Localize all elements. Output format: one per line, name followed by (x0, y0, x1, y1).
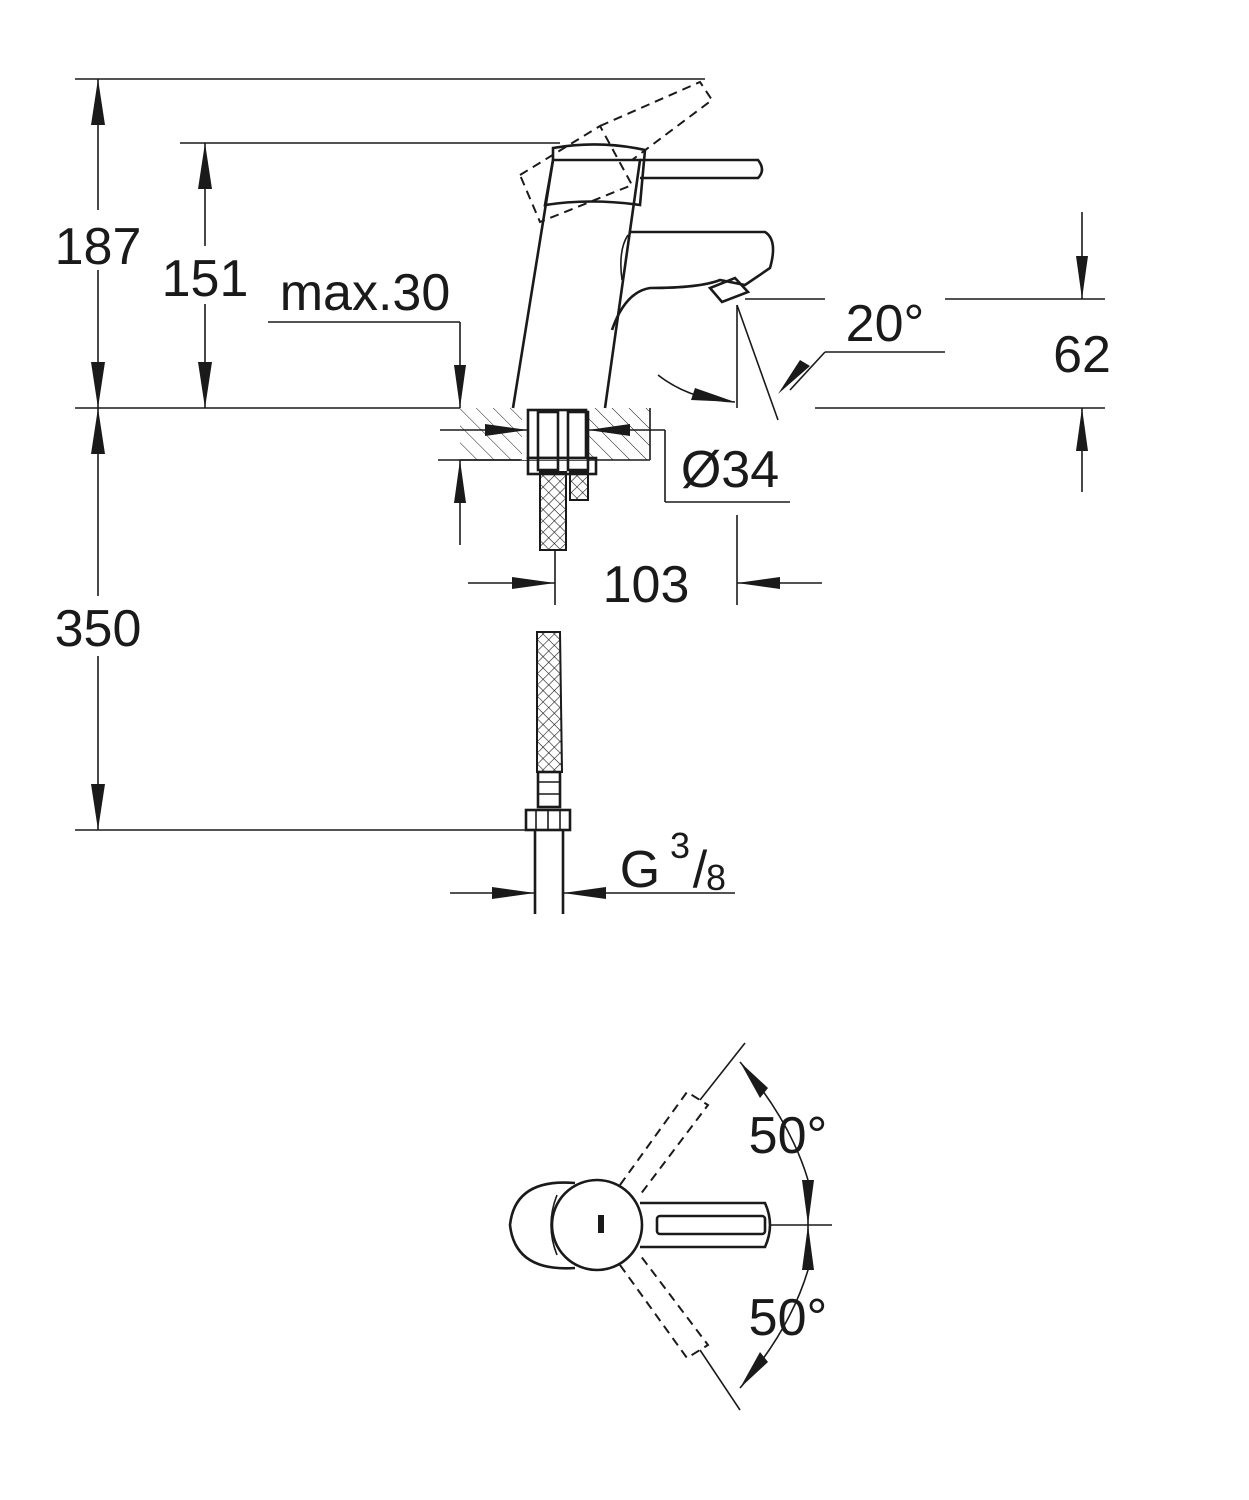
mounting-fixture (526, 408, 598, 551)
label-spout-angle: 20° (846, 295, 925, 353)
dimension-projection: 103 (468, 515, 822, 614)
elevation-view: 187 151 max.30 (40, 78, 1111, 914)
dimension-total-height: 187 (40, 79, 160, 408)
label-thread: G (620, 841, 660, 899)
label-hose-length: 350 (55, 600, 142, 658)
label-total-height: 187 (55, 218, 142, 276)
dimension-spout-angle: 20° (657, 295, 945, 421)
dimension-thread: G 3 / 8 (450, 825, 735, 899)
faucet-body (511, 80, 775, 409)
label-swing-right: 50° (749, 1289, 828, 1347)
dimension-body-height: 151 (155, 143, 255, 408)
dimension-spout-height: 62 (1053, 212, 1111, 492)
label-thread-numerator: 3 (670, 825, 690, 866)
label-swing-left: 50° (749, 1107, 828, 1165)
label-projection: 103 (603, 556, 690, 614)
dimension-deck-thickness: max.30 (280, 264, 520, 545)
plan-view: 50° 50° (508, 1042, 832, 1411)
svg-text:/: / (693, 841, 708, 899)
lower-hose (524, 631, 572, 914)
label-body-height: 151 (162, 250, 249, 308)
dimension-hose-length: 350 (40, 408, 160, 830)
label-hole-diameter: Ø34 (681, 441, 779, 499)
label-spout-height: 62 (1053, 326, 1111, 384)
label-thread-denominator: 8 (706, 857, 726, 898)
dimension-hole-diameter: Ø34 (440, 424, 790, 503)
dimension-swing-right: 50° (699, 1225, 828, 1411)
dimension-swing-left: 50° (699, 1042, 832, 1226)
label-deck-thickness: max.30 (280, 264, 451, 322)
